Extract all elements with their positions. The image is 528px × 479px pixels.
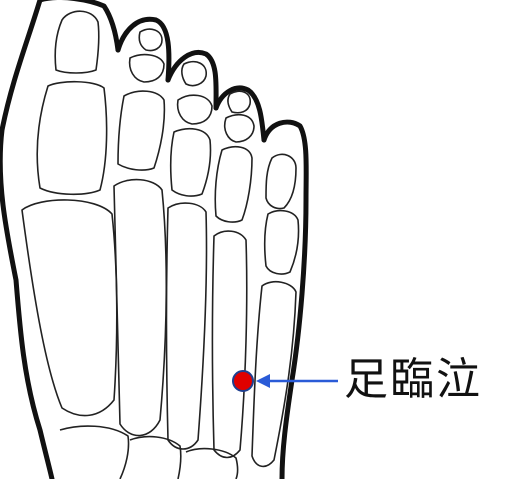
bones bbox=[21, 10, 300, 479]
leader-arrow bbox=[256, 374, 338, 388]
acupoint-marker bbox=[232, 370, 254, 392]
acupoint-label: 足臨泣 bbox=[344, 354, 482, 405]
foot-outline bbox=[0, 0, 309, 479]
